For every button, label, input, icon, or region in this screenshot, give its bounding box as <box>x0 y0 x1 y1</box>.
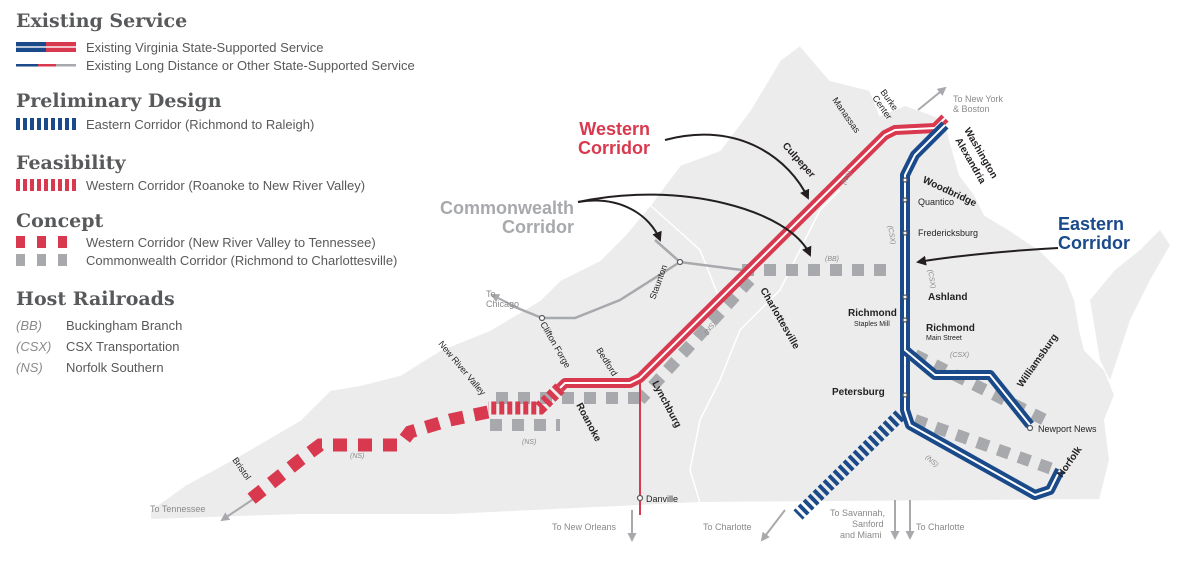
legend-existing-title: Existing Service <box>16 10 188 32</box>
western-corridor-existing-line <box>556 114 949 392</box>
legend-label: Western Corridor (Roanoke to New River V… <box>86 177 366 193</box>
legend-label: CSX Transportation <box>66 338 180 354</box>
legend-feasibility-title: Feasibility <box>16 152 126 174</box>
railroad-tag-csx: (CSX) <box>926 269 936 289</box>
railroad-tag-bb: (BB) <box>825 256 839 263</box>
western-corridor-dashed <box>245 383 565 506</box>
eastern-corridor-title: Corridor <box>1058 233 1130 253</box>
legend-item-western-feas: Western Corridor (Roanoke to New River V… <box>16 176 365 194</box>
city-main-street: Main Street <box>926 335 962 342</box>
legend-swatch-red-dash <box>16 179 76 191</box>
legend-preliminary-title: Preliminary Design <box>16 90 222 112</box>
western-corridor-title: Western <box>579 119 650 139</box>
dest-savannah: To Savannah, <box>830 508 885 518</box>
commonwealth-corridor-title: Corridor <box>502 217 574 237</box>
legend-label: Eastern Corridor (Richmond to Raleigh) <box>86 116 315 132</box>
dest-charlotte-west: To Charlotte <box>703 522 752 532</box>
legend-label: Norfolk Southern <box>66 359 164 375</box>
city-petersburg: Petersburg <box>832 387 885 398</box>
dest-new-orleans: To New Orleans <box>552 522 617 532</box>
gray-arrows <box>220 86 947 542</box>
city-danville: Danville <box>646 494 678 504</box>
legend-swatch-red-blue <box>16 42 76 52</box>
railroad-tag-ns: (NS) <box>350 453 364 460</box>
city-fredericksburg: Fredericksburg <box>918 228 978 238</box>
legend-swatch-red-wide-dash <box>16 236 76 248</box>
eastern-shore-shape <box>1090 230 1170 380</box>
city-staples-mill: Staples Mill <box>854 321 890 328</box>
railroad-abbr: (NS) <box>16 359 43 375</box>
dest-new-york: To New York <box>953 94 1004 104</box>
legend-swatch-gray-wide-dash <box>16 254 76 266</box>
dest-chicago: To <box>486 289 496 299</box>
legend-item-commonwealth-concept: Commonwealth Corridor (Richmond to Charl… <box>16 251 397 269</box>
railroad-tag-csx: (CSX) <box>886 225 896 245</box>
eastern-corridor-title: Eastern <box>1058 214 1124 234</box>
legend-host-title: Host Railroads <box>16 288 175 310</box>
legend-item-eastern-prelim: Eastern Corridor (Richmond to Raleigh) <box>16 115 314 133</box>
legend-item-csx: (CSX) CSX Transportation <box>16 337 179 355</box>
legend-item-existing-state: Existing Virginia State-Supported Servic… <box>16 38 324 56</box>
city-ashland: Ashland <box>928 292 967 303</box>
legend-swatch-thin <box>16 64 76 67</box>
legend-swatch-blue-dash <box>16 118 76 130</box>
city-richmond-main: Richmond <box>926 323 975 334</box>
legend-concept-title: Concept <box>16 210 104 232</box>
dest-chicago: Chicago <box>486 299 519 309</box>
dest-savannah: Sanford <box>852 519 884 529</box>
western-corridor-title: Corridor <box>578 138 650 158</box>
legend-item-bb: (BB) Buckingham Branch <box>16 316 182 334</box>
city-richmond-staples: Richmond <box>848 308 897 319</box>
railroad-tag-csx: (CSX) <box>950 352 969 359</box>
eastern-corridor-existing-line <box>900 121 1065 500</box>
virginia-state-shape <box>149 43 1117 522</box>
regional-boundary <box>649 204 721 301</box>
legend-label: Commonwealth Corridor (Richmond to Charl… <box>86 252 398 268</box>
railroad-abbr: (BB) <box>16 317 42 333</box>
callout-arrows <box>577 133 1059 266</box>
legend-label: Existing Virginia State-Supported Servic… <box>86 39 324 55</box>
legend-item-existing-long: Existing Long Distance or Other State-Su… <box>16 56 415 74</box>
regional-boundary <box>689 189 841 504</box>
legend-label: Buckingham Branch <box>66 317 183 333</box>
dest-charlotte-east: To Charlotte <box>916 522 965 532</box>
railroad-abbr: (CSX) <box>16 338 52 354</box>
legend-item-ns: (NS) Norfolk Southern <box>16 358 164 376</box>
eastern-corridor-preliminary <box>793 410 905 520</box>
station-dots <box>538 177 1034 502</box>
dest-new-york: & Boston <box>953 104 990 114</box>
existing-long-distance-lines <box>509 239 743 320</box>
legend-label: Existing Long Distance or Other State-Su… <box>86 57 415 73</box>
dest-tennessee: To Tennessee <box>150 504 205 514</box>
commonwealth-corridor-title: Commonwealth <box>440 198 574 218</box>
city-quantico: Quantico <box>918 197 954 207</box>
railroad-tag-ns: (NS) <box>522 439 536 446</box>
legend-label: Western Corridor (New River Valley to Te… <box>86 234 376 250</box>
city-newport-news: Newport News <box>1038 424 1097 434</box>
legend-item-western-concept: Western Corridor (New River Valley to Te… <box>16 233 376 251</box>
dest-savannah: and Miami <box>840 530 882 540</box>
